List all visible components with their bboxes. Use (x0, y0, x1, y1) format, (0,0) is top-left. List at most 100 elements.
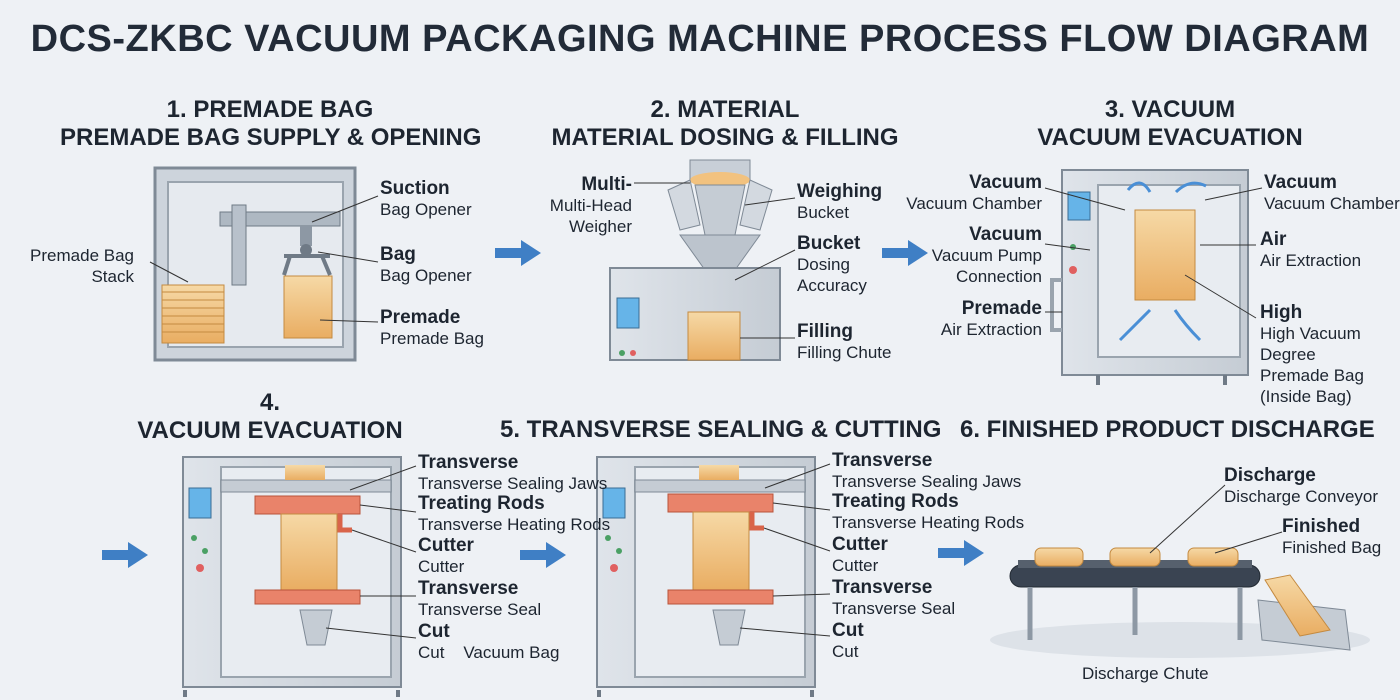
step3-label-high-text: High Vacuum Degree Premade Bag (Inside B… (1260, 324, 1364, 406)
step1-label-premade-text: Premade Bag (380, 329, 484, 348)
sealing-jaw-top (254, 495, 361, 515)
airflow-arrow-icon (1118, 308, 1152, 342)
flow-arrow-3-4 (102, 542, 148, 568)
step6-label-finished-text: Finished Bag (1282, 538, 1382, 557)
step4-label-jaws-bold: Transverse (418, 452, 519, 473)
step5-label-rods-text: Transverse Heating Rods (832, 513, 1025, 532)
step6-label-discharge-bold: Discharge (1224, 465, 1316, 486)
step5-title: 5. TRANSVERSE SEALING & CUTTING (500, 416, 942, 444)
step4-label-cut-text: Cut Vacuum Bag (418, 643, 560, 662)
finished-bag-icon (1109, 547, 1161, 567)
step2-label-multihead-text: Multi-Head Weigher (549, 196, 632, 236)
step4-label-cutter-text: Cutter (418, 557, 465, 576)
control-screen-icon (602, 487, 626, 519)
step2-title-line1: 2. MATERIAL (650, 96, 800, 123)
cutter-icon (749, 512, 764, 531)
step3-title-line2: VACUUM EVACUATION (1037, 124, 1303, 151)
step2-label-filling-text: Filling Chute (797, 343, 892, 362)
step2-title-line2: MATERIAL DOSING & FILLING (551, 124, 899, 151)
step1-title-line2: PREMADE BAG SUPPLY & OPENING (60, 124, 482, 151)
step6-conveyor (990, 484, 1370, 658)
step6-title-line2: 6. FINISHED PRODUCT DISCHARGE (960, 416, 1375, 443)
vacuum-bag (280, 513, 338, 591)
flow-arrow-2-3 (882, 240, 928, 266)
step3-title-line1: 3. VACUUM (1104, 96, 1236, 123)
opened-premade-bag (283, 275, 333, 339)
step1-label-suction-text: Bag Opener (380, 200, 472, 219)
step5-label-rods-bold: Treating Rods (832, 491, 959, 512)
step3-label-air-bold: Air (1260, 229, 1287, 250)
step1-label-suction-bold: Suction (380, 178, 450, 199)
airflow-arrow-icon (1173, 309, 1202, 342)
step4-title-line2: VACUUM EVACUATION (137, 417, 403, 444)
step1-label-stack: Premade Bag Stack (30, 246, 134, 286)
step1-label-bag-bold: Bag (380, 244, 416, 265)
flow-arrow-1-2 (495, 240, 541, 266)
step2-label-bucket-bold: Bucket (797, 233, 861, 254)
step1-label-bag-text: Bag Opener (380, 266, 472, 285)
step4-title: 4. VACUUM EVACUATION (120, 389, 420, 445)
sealing-jaw-bottom (254, 589, 361, 605)
step3-label-air-text: Air Extraction (1260, 251, 1362, 270)
step3-label-high-bold: High (1260, 302, 1303, 323)
step2-label-filling-bold: Filling (797, 321, 853, 342)
step5-label-cut-text: Cut (832, 642, 859, 661)
step6-label-discharge-text: Discharge Conveyor (1224, 487, 1379, 506)
step5-label-jaws-bold: Transverse (832, 450, 933, 471)
step5-label-seal-text: Transverse Seal (832, 599, 956, 618)
sealed-bag (692, 511, 750, 591)
step4-label-seal-bold: Transverse (418, 578, 519, 599)
step3-label-premade-bold: Premade (961, 298, 1042, 319)
flow-arrow-4-5 (520, 542, 566, 568)
step4-label-rods-text: Transverse Heating Rods (418, 515, 611, 534)
control-screen-icon (616, 297, 640, 329)
step5-label-cut-bold: Cut (832, 620, 864, 641)
discharge-conveyor-belt (1009, 564, 1261, 588)
step4-label-cut-bold: Cut (418, 621, 450, 642)
sealing-jaw-top (667, 493, 774, 513)
step3-label-pump-bold: Vacuum (969, 224, 1042, 245)
step3-label-vacuum-right-text: Vacuum Chamber (1264, 194, 1400, 213)
step3-label-vacuum-right-bold: Vacuum (1264, 172, 1337, 193)
step2-label-weighing-text: Bucket (797, 203, 849, 222)
control-screen-icon (1067, 191, 1091, 221)
step5-label-cutter-text: Cutter (832, 556, 879, 575)
step3-label-vacuum-left-text: Vacuum Chamber (906, 194, 1042, 213)
step1-title-line1: 1. PREMADE BAG (166, 96, 374, 123)
filled-bag (687, 311, 741, 361)
finished-bag-icon (1034, 547, 1084, 567)
page-title: DCS-ZKBC VACUUM PACKAGING MACHINE PROCES… (30, 18, 1370, 60)
step1-title: 1. PREMADE BAG PREMADE BAG SUPPLY & OPEN… (60, 96, 482, 152)
control-screen-icon (188, 487, 212, 519)
cutter-icon (337, 514, 352, 533)
step2-machine (609, 159, 796, 361)
step3-label-vacuum-left-bold: Vacuum (969, 172, 1042, 193)
step5-title-line2: 5. TRANSVERSE SEALING & CUTTING (500, 416, 942, 443)
airflow-arrow-icon (1126, 181, 1152, 193)
step2-label-weighing-bold: Weighing (797, 181, 883, 202)
step6-title: 6. FINISHED PRODUCT DISCHARGE (960, 416, 1375, 444)
flow-arrow-5-6 (938, 540, 984, 566)
step4-label-seal-text: Transverse Seal (418, 600, 542, 619)
finished-bag-icon (1187, 547, 1239, 567)
step3-label-premade-text: Air Extraction (940, 320, 1042, 339)
